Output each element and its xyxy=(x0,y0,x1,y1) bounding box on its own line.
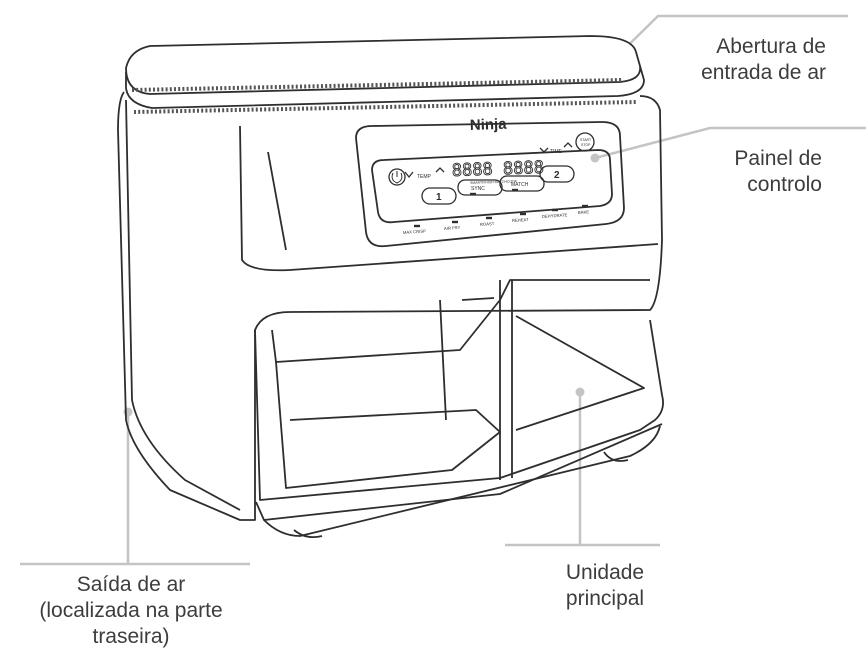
sync-button xyxy=(457,179,503,196)
temp-up-icon xyxy=(435,167,445,173)
callout-main-unit-line-2: principal xyxy=(565,587,645,610)
function-air-fry: AIR FRY xyxy=(444,225,461,231)
zone-1-button xyxy=(421,187,457,205)
callout-control-panel: Painel de controlo xyxy=(734,146,822,198)
base-front xyxy=(263,425,661,537)
sync-label: SYNC xyxy=(471,186,485,192)
match-label: MATCH xyxy=(511,182,529,188)
function-reheat: REHEAT xyxy=(512,217,529,223)
basket-back-edge xyxy=(461,297,495,301)
callout-main-unit-line-1: Unidade xyxy=(565,561,645,584)
control-panel-outline xyxy=(355,121,625,248)
vent-stripes xyxy=(131,78,637,114)
temp-label: TEMP xyxy=(417,174,432,180)
appliance-body xyxy=(117,35,664,539)
brand-logo: Ninja xyxy=(470,116,508,134)
body-left-edge xyxy=(125,99,241,511)
function-dehydrate: DEHYDRATE xyxy=(542,212,568,219)
main-body xyxy=(117,91,663,521)
side-crease xyxy=(267,151,287,251)
zone-2-button xyxy=(539,165,575,183)
leader-air-outlet xyxy=(20,412,250,566)
function-labels: MAX CRISP AIR FRY ROAST REHEAT DEHYDRATE… xyxy=(403,209,590,235)
basket-left-wall xyxy=(439,299,447,421)
start-label: START xyxy=(580,138,592,142)
lid-edge xyxy=(125,65,645,109)
zone-2-label: 2 xyxy=(554,170,560,181)
callout-air-outlet-line-1: Saída de ar xyxy=(76,573,186,596)
callout-air-outlet-line-2: (localizada na parte xyxy=(39,599,223,622)
drawer-inner-back xyxy=(271,279,650,363)
leader-control-panel xyxy=(594,126,866,160)
function-bake: BAKE xyxy=(578,209,590,215)
callout-air-outlet-line-3: traseira) xyxy=(92,625,170,648)
start-stop-button xyxy=(575,132,595,152)
function-max-crisp: MAX CRISP xyxy=(403,228,427,235)
callout-main-unit: Unidade principal xyxy=(510,560,700,612)
basket-right-floor xyxy=(515,315,645,431)
drawer-front xyxy=(255,423,663,521)
upper-front xyxy=(239,125,659,272)
control-details xyxy=(388,132,595,205)
callout-control-panel-line-1: Painel de xyxy=(734,147,822,170)
time-down-icon xyxy=(539,147,549,153)
drawer-window xyxy=(254,319,664,501)
basket-left-floor xyxy=(275,361,501,489)
leader-dot-control-panel xyxy=(590,153,600,163)
callout-air-outlet: Saída de ar (localizada na parte traseir… xyxy=(0,572,262,650)
display-subtitle: SMARTFINISH MATCHCOOK xyxy=(470,179,518,185)
callout-air-inlet-line-2: entrada de ar xyxy=(701,61,826,84)
temp-down-icon xyxy=(404,171,414,179)
zone-1-label: 1 xyxy=(436,192,442,203)
control-panel-inner xyxy=(371,149,613,224)
callout-air-inlet: Abertura de entrada de ar xyxy=(701,34,826,86)
leader-dot-main-unit xyxy=(575,387,585,397)
leader-lines xyxy=(20,14,866,566)
foot-left xyxy=(293,529,323,539)
function-leds xyxy=(414,188,588,228)
power-button-icon xyxy=(388,168,406,186)
display-digits: 8888 8888 xyxy=(451,158,544,181)
stop-label: STOP xyxy=(581,143,591,147)
lid-top xyxy=(125,35,642,95)
match-button xyxy=(499,175,545,192)
time-up-icon xyxy=(563,142,573,148)
callout-air-inlet-line-1: Abertura de xyxy=(716,35,826,58)
time-label: TIME xyxy=(550,149,563,155)
function-roast: ROAST xyxy=(480,221,495,227)
callout-control-panel-line-2: controlo xyxy=(747,173,822,196)
